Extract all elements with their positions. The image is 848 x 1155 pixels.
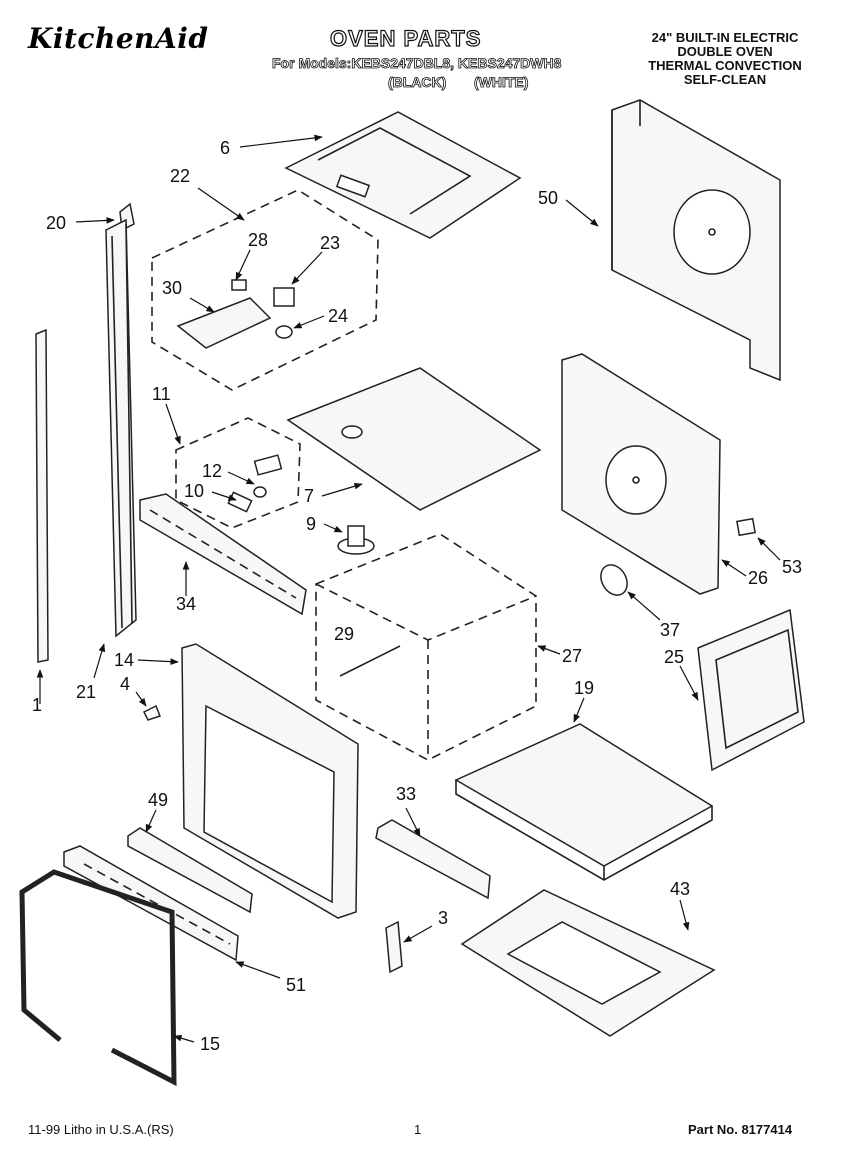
part-vertical-strip-1	[35, 328, 49, 663]
part-group-11	[175, 417, 301, 529]
callout-26: 26	[748, 568, 768, 588]
callout-30: 30	[162, 278, 182, 298]
leader-lines	[36, 134, 781, 1043]
callout-53: 53	[782, 557, 802, 577]
spec-line: 24" BUILT-IN ELECTRIC	[651, 30, 799, 45]
callout-23: 23	[320, 233, 340, 253]
part-side-panel-25	[697, 608, 805, 772]
part-screw-4	[142, 704, 161, 721]
part-door-frame	[181, 643, 359, 919]
models-line: For Models:KEBS247DBL8, KEBS247DWH8	[272, 55, 562, 72]
callout-20: 20	[46, 213, 66, 233]
part-tray-frame-43	[460, 889, 716, 1037]
callout-22: 22	[170, 166, 190, 186]
part-top-vent-panel	[284, 111, 522, 239]
spec-block: 24" BUILT-IN ELECTRIC DOUBLE OVEN THERMA…	[630, 31, 820, 87]
callout-10: 10	[184, 481, 204, 501]
callout-6: 6	[220, 138, 230, 158]
callout-4: 4	[120, 674, 130, 694]
callout-12: 12	[202, 461, 222, 481]
footer-part-number: Part No. 8177414	[688, 1122, 793, 1137]
part-door-gasket	[19, 869, 177, 1087]
spec-line: DOUBLE OVEN	[677, 44, 773, 59]
footer-litho: 11-99 Litho in U.S.A.(RS)	[28, 1122, 174, 1137]
color-black-label: (BLACK)	[388, 74, 447, 91]
callout-34: 34	[176, 594, 196, 614]
part-convection-motor	[337, 525, 375, 555]
callout-7: 7	[304, 486, 314, 506]
part-oven-top-plate	[286, 367, 542, 511]
part-rear-panel	[561, 353, 721, 595]
callout-21: 21	[76, 682, 96, 702]
part-clip-53	[736, 517, 756, 537]
callout-28: 28	[248, 230, 268, 250]
brand-logo: KitchenAid	[28, 22, 209, 55]
callout-29: 29	[334, 624, 354, 644]
part-bracket-3	[385, 920, 403, 974]
part-right-side-panel	[611, 99, 781, 382]
part-side-trim-21	[105, 218, 137, 638]
spec-line: THERMAL CONVECTION	[648, 58, 802, 73]
callout-24: 24	[328, 306, 348, 326]
callout-15: 15	[200, 1034, 220, 1054]
part-bottom-panel	[454, 723, 714, 881]
callout-11: 11	[152, 384, 171, 404]
callout-1: 1	[32, 695, 42, 715]
part-vent-strip-34	[139, 493, 307, 616]
callout-25: 25	[664, 647, 684, 667]
part-bracket-33	[375, 819, 491, 900]
page-title: OVEN PARTS	[329, 25, 482, 51]
callout-37: 37	[660, 620, 680, 640]
footer-page-number: 1	[414, 1122, 422, 1137]
spec-line: SELF-CLEAN	[683, 72, 767, 87]
callout-50: 50	[538, 188, 558, 208]
part-oven-cavity	[315, 533, 537, 761]
callout-43: 43	[670, 879, 690, 899]
callout-49: 49	[148, 790, 168, 810]
part-gasket-37	[600, 564, 628, 596]
color-white-label: (WHITE)	[474, 74, 529, 91]
part-group-22	[151, 189, 379, 391]
callout-27: 27	[562, 646, 582, 666]
callout-14: 14	[114, 650, 134, 670]
callout-19: 19	[574, 678, 594, 698]
callout-9: 9	[306, 514, 316, 534]
callout-labels: 1 3 4 6 7 9 10 11 12 14 15 19 20 21 22 2…	[32, 138, 802, 1054]
callout-3: 3	[438, 908, 448, 928]
callout-51: 51	[286, 975, 306, 995]
part-trim-49	[127, 827, 253, 914]
callout-33: 33	[396, 784, 416, 804]
